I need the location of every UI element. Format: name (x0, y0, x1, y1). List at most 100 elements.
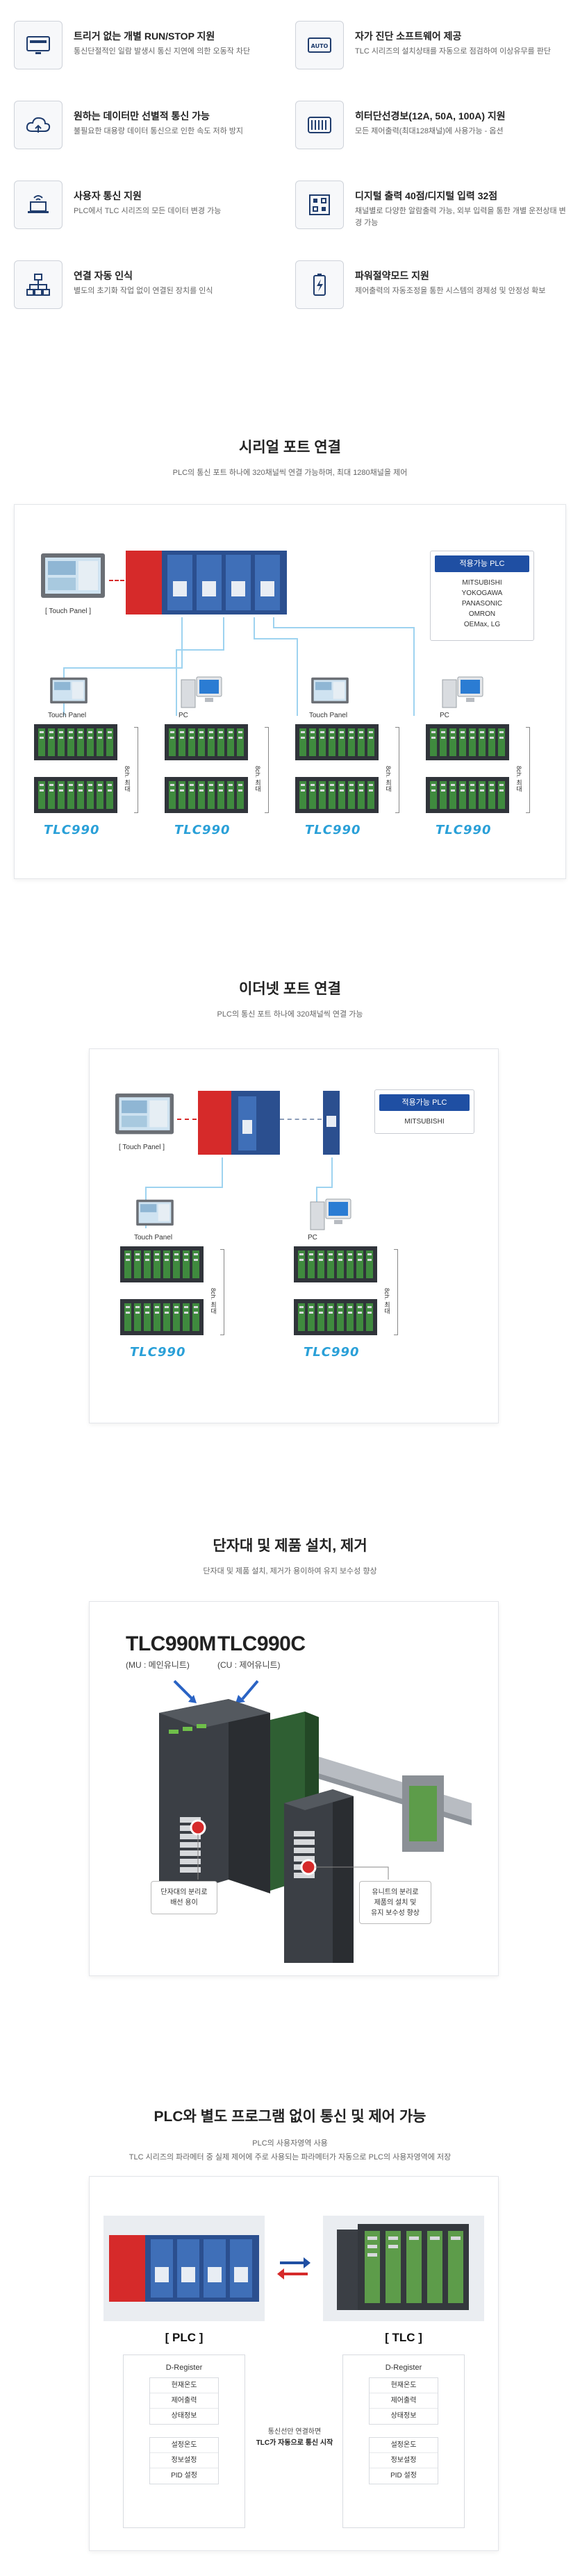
feature-title: 원하는 데이터만 선별적 통신 가능 (74, 110, 210, 122)
wire (316, 1187, 333, 1188)
applicable-plc-box: 적용가능 PLC MITSUBISHI YOKOGAWA PANASONIC O… (430, 551, 534, 641)
channel-count-label: 8ch. 최대 (124, 766, 131, 792)
tlc-logo: TLC990 (44, 823, 100, 837)
plc-rack-image (109, 2235, 259, 2302)
wire (273, 617, 274, 628)
wire (176, 649, 177, 716)
wire (254, 617, 255, 638)
main-unit-desc: (MU : 메인유니트) (126, 1660, 190, 1670)
comm-section-title: PLC와 별도 프로그램 없이 통신 및 제어 가능 (154, 2109, 426, 2125)
register-item: 상태정보 (171, 2412, 197, 2420)
heater-icon (295, 101, 344, 149)
serial-section-title: 시리얼 포트 연결 (239, 440, 341, 455)
auto-comm-note: 통신선만 연결하면 TLC가 자동으로 통신 시작 (249, 2427, 340, 2449)
device-label: PC (179, 712, 188, 719)
serial-diagram-panel: [ Touch Panel ] 적용가능 PLC MITSUBISHI YOKO… (14, 504, 566, 879)
auto-icon: AUTO (295, 21, 344, 69)
tlc-rack-lower (120, 1299, 204, 1339)
connector-line (280, 1119, 322, 1120)
channel-range-bracket (394, 1249, 398, 1335)
wire (176, 649, 224, 651)
comm-diagram-panel: [ PLC ] [ TLC ] D-Register 현재온도 제어출력 상태정… (89, 2176, 499, 2551)
register-item: 정보설정 (370, 2453, 438, 2468)
auto-comm-line-2: TLC가 자동으로 통신 시작 (256, 2439, 333, 2447)
tlc-rack-lower (165, 777, 248, 817)
plc-register-box: D-Register 현재온도 제어출력 상태정보 설정온도 정보설정 PID … (123, 2355, 245, 2528)
register-item: 상태정보 (390, 2412, 417, 2420)
network-icon (14, 260, 63, 309)
feature-desc: 통신단절적인 일람 발생시 통신 지연에 의한 오동작 차단 (74, 47, 251, 56)
tlc-logo: TLC990 (305, 823, 361, 837)
channel-range-bracket (220, 1249, 224, 1335)
channel-count-label: 8ch. 최대 (383, 1288, 390, 1314)
connector-line (109, 580, 124, 581)
register-item: PID 설정 (171, 2472, 197, 2479)
applicable-plc-list: MITSUBISHI (404, 1118, 445, 1126)
feature-desc: TLC 시리즈의 설치상태를 자동으로 점검하여 이상유무를 판단 (355, 47, 551, 56)
tlc-rack-upper (165, 724, 248, 764)
feature-title: 디지털 출력 40점/디지털 입력 32점 (355, 190, 498, 201)
wire (254, 638, 298, 639)
feature-desc: 제어출력의 자동조정을 통한 시스템의 경제성 및 안정성 확보 (355, 287, 546, 295)
tlc-rack-upper (120, 1246, 204, 1286)
ethernet-section-subtitle: PLC의 통신 포트 하나에 320채널씩 연결 가능 (217, 1010, 363, 1019)
svg-text:AUTO: AUTO (311, 43, 329, 49)
register-item: 설정온도 (370, 2438, 438, 2453)
touch-panel-label: [ Touch Panel ] (45, 608, 91, 615)
register-item: PID 설정 (390, 2472, 417, 2479)
tlc-rack-upper (34, 724, 117, 764)
feature-desc: PLC에서 TLC 시리즈의 모든 데이터 변경 가능 (74, 207, 222, 215)
ethernet-section-title: 이더넷 포트 연결 (239, 981, 341, 997)
register-list-top: 현재온도 제어출력 상태정보 (369, 2377, 438, 2425)
feature-title: 자가 진단 소프트웨어 제공 (355, 31, 462, 42)
ethernet-diagram-panel: [ Touch Panel ] 적용가능 PLC MITSUBISHI Touc… (89, 1048, 499, 1423)
tlc-register-box: D-Register 현재온도 제어출력 상태정보 설정온도 정보설정 PID … (342, 2355, 465, 2528)
channel-range-bracket (395, 727, 399, 813)
register-item: 현재온도 (370, 2378, 438, 2393)
device-label: Touch Panel (134, 1234, 173, 1241)
touch-panel-label: [ Touch Panel ] (119, 1144, 165, 1151)
register-list-bottom: 설정온도 정보설정 PID 설정 (369, 2437, 438, 2484)
control-unit-desc: (CU : 제어유니트) (217, 1660, 281, 1670)
tlc-rack-lower (426, 777, 509, 817)
install-section-subtitle: 단자대 및 제품 설치, 제거가 용이하여 유지 보수성 향상 (203, 1567, 377, 1575)
wire (273, 627, 415, 628)
applicable-plc-box: 적용가능 PLC MITSUBISHI (374, 1089, 474, 1134)
channel-range-bracket (134, 727, 138, 813)
feature-title: 히터단선경보(12A, 50A, 100A) 지원 (355, 110, 506, 122)
tlc-unit-image (337, 2224, 469, 2310)
comm-section-subtitle-2: TLC 시리즈의 파라메터 중 실제 제어에 주로 사용되는 파라메터가 자동으… (129, 2153, 451, 2161)
callout-terminal: 단자대의 분리로 배선 용이 (151, 1881, 217, 1914)
channel-range-bracket (265, 727, 269, 813)
tlc-rack-lower (34, 777, 117, 817)
device-label: Touch Panel (48, 712, 87, 719)
register-list-bottom: 설정온도 정보설정 PID 설정 (149, 2437, 219, 2484)
register-item: 정보설정 (150, 2453, 218, 2468)
tlc-rack-upper (295, 724, 379, 764)
feature-title: 사용자 통신 지원 (74, 190, 142, 201)
touch-panel-image (115, 1093, 174, 1135)
feature-item: 사용자 통신 지원 PLC에서 TLC 시리즈의 모든 데이터 변경 가능 (14, 181, 285, 243)
feature-item: 트리거 없는 개별 RUN/STOP 지원 통신단절적인 일람 발생시 통신 지… (14, 21, 285, 83)
pc-icon (441, 676, 486, 714)
auto-comm-line-1: 통신선만 연결하면 (267, 2428, 322, 2436)
register-title: D-Register (385, 2364, 422, 2372)
grid-icon (295, 181, 344, 229)
feature-desc: 별도의 초기화 작업 없이 연결된 장치를 인식 (74, 287, 213, 295)
feature-desc: 불필요한 대용량 데이터 통신으로 인한 속도 저하 방지 (74, 127, 244, 135)
register-item: 설정온도 (150, 2438, 218, 2453)
feature-title: 파워절약모드 지원 (355, 270, 429, 281)
feature-item: AUTO 자가 진단 소프트웨어 제공 TLC 시리즈의 설치상태를 자동으로 … (295, 21, 566, 83)
device-label: PC (440, 712, 449, 719)
laptop-wifi-icon (14, 181, 63, 229)
wire (63, 667, 183, 669)
callout-unit: 유니트의 분리로 제품의 설치 및 유지 보수성 향상 (359, 1881, 431, 1924)
cloud-icon (14, 101, 63, 149)
applicable-plc-title: 적용가능 PLC (435, 555, 529, 572)
wire (181, 617, 183, 667)
feature-item: 파워절약모드 지원 제어출력의 자동조정을 통한 시스템의 경제성 및 안정성 … (295, 260, 566, 323)
